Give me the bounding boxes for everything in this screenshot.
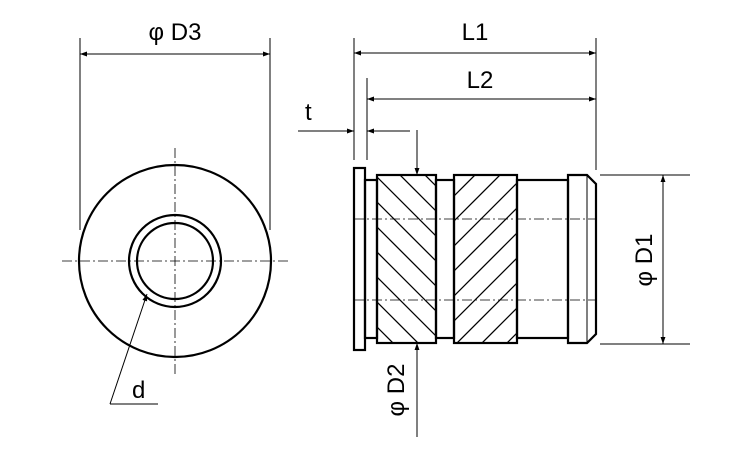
side-view: L1 L2 t φ D1 φ D2 [298, 19, 690, 437]
d-leader-line [109, 293, 148, 405]
knurl-hatch-1 [377, 175, 436, 343]
groove [434, 178, 456, 340]
d1-label: φ D1 [631, 234, 658, 287]
t-label: t [305, 99, 312, 126]
outer-circle [77, 163, 273, 359]
plain-shank [515, 178, 570, 340]
front-view: φ D3 d [62, 19, 288, 405]
l2-label: L2 [467, 67, 494, 94]
d2-label: φ D2 [383, 364, 410, 417]
end-collar [566, 173, 598, 345]
flange [352, 166, 367, 352]
d3-label: φ D3 [149, 19, 202, 46]
knurl-hatch-2 [454, 175, 517, 343]
knurl-band-1 [375, 173, 438, 345]
neck-left [363, 178, 379, 340]
d-label: d [132, 377, 145, 404]
l1-label: L1 [462, 19, 489, 46]
